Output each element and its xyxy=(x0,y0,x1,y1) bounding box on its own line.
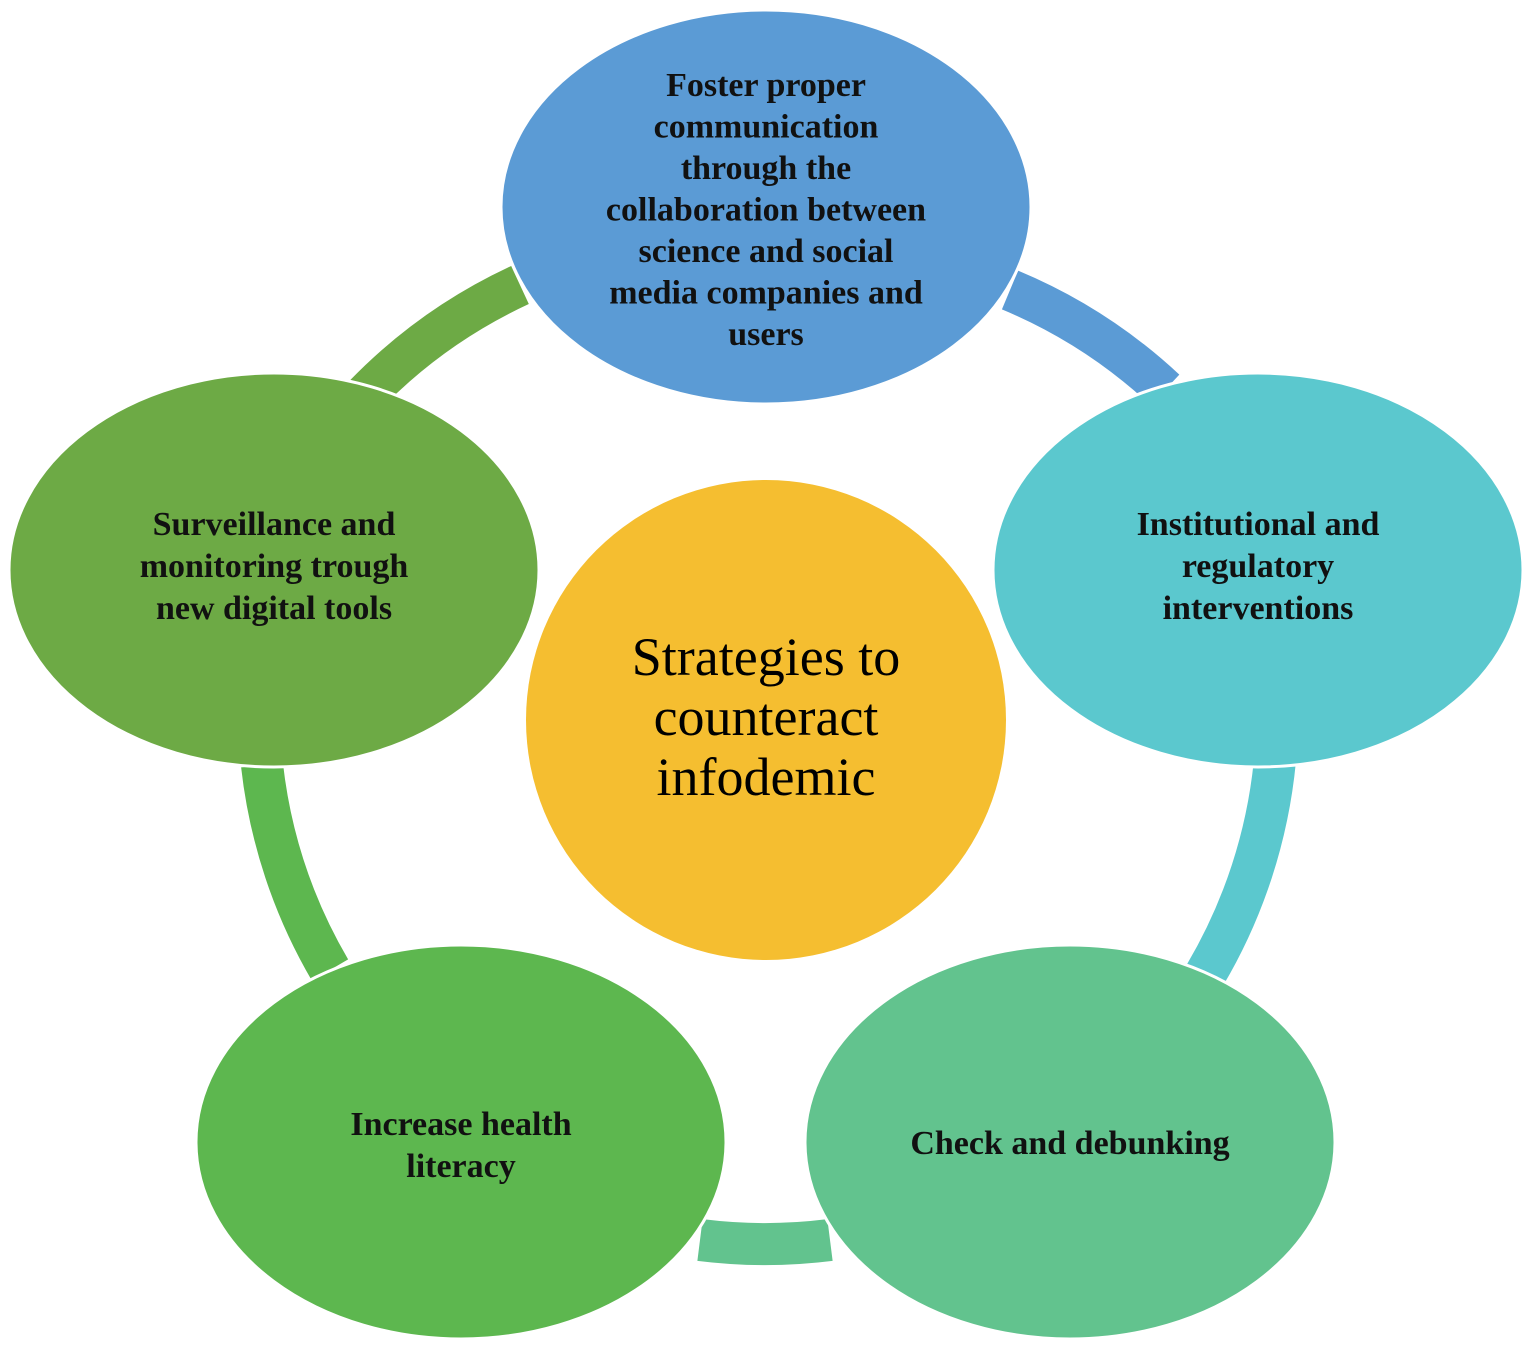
left-node: Surveillance and monitoring trough new dig… xyxy=(7,371,541,769)
top-node-label-line: media companies and xyxy=(609,275,923,312)
top-node-label-line: communication xyxy=(654,109,879,146)
center-node-circle xyxy=(526,480,1006,960)
arc-left-to-top xyxy=(349,265,529,410)
bottom-left-node-ellipse xyxy=(194,943,728,1341)
top-node-label-line: Foster proper xyxy=(666,67,866,104)
arc-top-to-right xyxy=(1001,270,1180,406)
top-node-label-line: through the xyxy=(681,150,851,187)
right-node: Institutional and regulatory interventions xyxy=(991,371,1525,769)
top-node-ellipse xyxy=(499,8,1033,406)
ring-arcs xyxy=(241,265,1296,1265)
top-node: Foster proper communication through the col… xyxy=(499,8,1033,406)
bottom-left-node-label-line: literacy xyxy=(406,1148,516,1185)
top-node-label-line: science and social xyxy=(639,233,894,270)
center-node-label-line: Strategies to xyxy=(632,627,900,687)
bottom-right-node-label-line: Check and debunking xyxy=(910,1125,1229,1162)
bottom-left-node-label: Increase health literacy xyxy=(350,1106,571,1185)
center-node-label-line: counteract xyxy=(654,687,879,747)
left-node-ellipse xyxy=(7,371,541,769)
bottom-right-node: Check and debunking xyxy=(803,943,1337,1341)
left-node-label: Surveillance and monitoring trough new dig… xyxy=(140,506,409,627)
left-node-label-line: Surveillance and xyxy=(153,506,396,543)
left-node-label-line: new digital tools xyxy=(156,590,392,627)
top-node-label: Foster proper communication through the col… xyxy=(606,67,926,353)
arc-bottom-right-to-bottom-left xyxy=(697,1219,833,1265)
bottom-right-node-label: Check and debunking xyxy=(910,1125,1229,1162)
top-node-label-line: users xyxy=(728,316,804,353)
right-node-label: Institutional and regulatory interventions xyxy=(1137,506,1380,627)
right-node-label-line: Institutional and xyxy=(1137,506,1380,543)
arc-bottom-left-to-left xyxy=(241,762,349,981)
right-node-ellipse xyxy=(991,371,1525,769)
arc-right-to-bottom-right xyxy=(1186,757,1296,986)
bottom-left-node: Increase health literacy xyxy=(194,943,728,1341)
bottom-left-node-label-line: Increase health xyxy=(350,1106,571,1143)
top-node-label-line: collaboration between xyxy=(606,192,926,229)
bottom-right-node-ellipse xyxy=(803,943,1337,1341)
right-node-label-line: interventions xyxy=(1163,590,1354,627)
center-node-label-line: infodemic xyxy=(657,747,876,807)
left-node-label-line: monitoring trough xyxy=(140,548,409,585)
right-node-label-line: regulatory xyxy=(1182,548,1334,585)
